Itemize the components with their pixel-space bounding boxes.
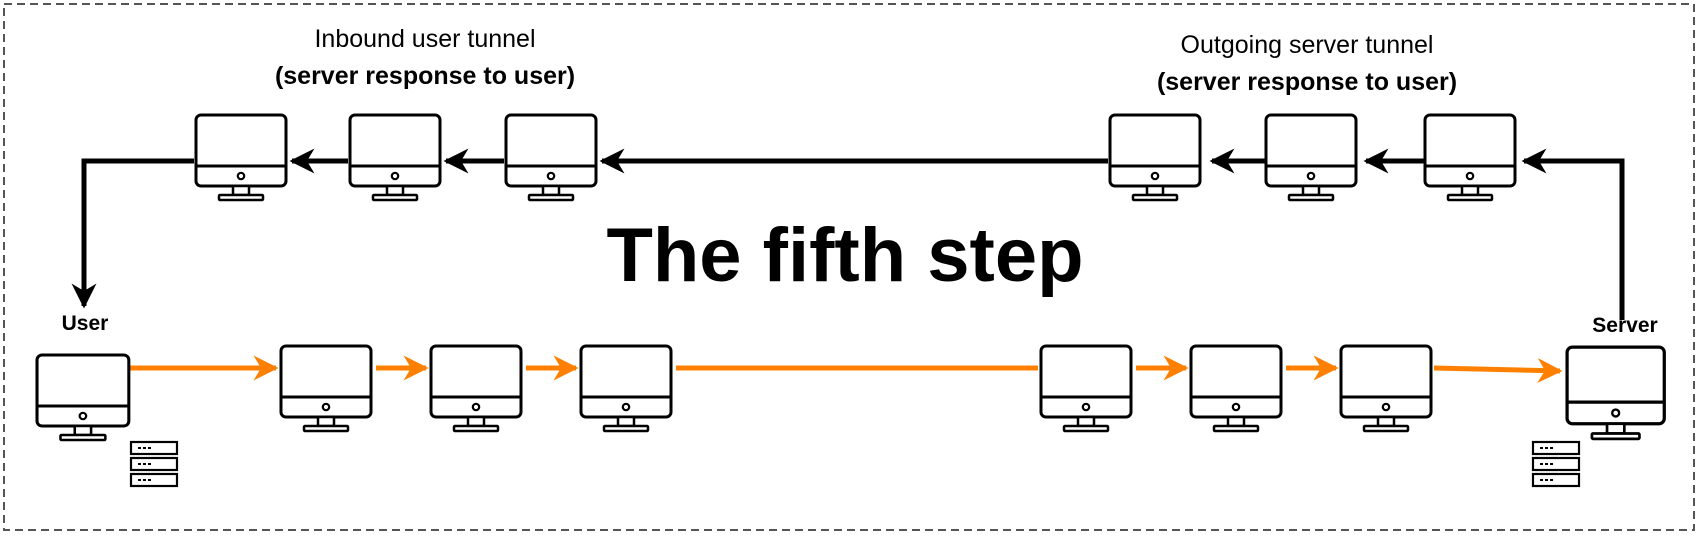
diagram-border	[3, 3, 1695, 531]
request-tunnel-monitor-2	[429, 344, 523, 433]
server-label: Server	[1592, 314, 1658, 337]
request-tunnel-monitor-4	[1039, 344, 1133, 433]
request-tunnel-monitor-3	[579, 344, 673, 433]
request-arrow-6-to-server	[1433, 357, 1563, 383]
user-monitor	[35, 353, 131, 442]
inbound-tunnel-subtitle: (server response to user)	[274, 62, 576, 90]
diagram-title: The fifth step	[606, 213, 1084, 298]
server-monitor	[1565, 345, 1666, 441]
outgoing-tunnel-monitor-3	[1423, 113, 1517, 202]
request-tunnel-monitor-1	[279, 344, 373, 433]
user-label: User	[61, 312, 109, 335]
inbound-tunnel-monitor-3	[504, 113, 598, 202]
inbound-tunnel-monitor-1	[194, 113, 288, 202]
server-server-stack-icon	[1531, 440, 1581, 488]
outgoing-tunnel-title: Outgoing server tunnel	[1180, 31, 1434, 59]
response-arrow-server-to-tunnel	[1521, 148, 1625, 320]
user-server-stack-icon	[129, 440, 179, 488]
response-arrow-tunnel-to-user	[71, 158, 194, 309]
request-tunnel-monitor-6	[1339, 344, 1433, 433]
outgoing-tunnel-monitor-2	[1264, 113, 1358, 202]
request-tunnel-monitor-5	[1189, 344, 1283, 433]
outgoing-tunnel-subtitle: (server response to user)	[1156, 68, 1458, 96]
inbound-tunnel-monitor-2	[348, 113, 442, 202]
outgoing-tunnel-monitor-1	[1108, 113, 1202, 202]
inbound-tunnel-title: Inbound user tunnel	[314, 25, 536, 53]
